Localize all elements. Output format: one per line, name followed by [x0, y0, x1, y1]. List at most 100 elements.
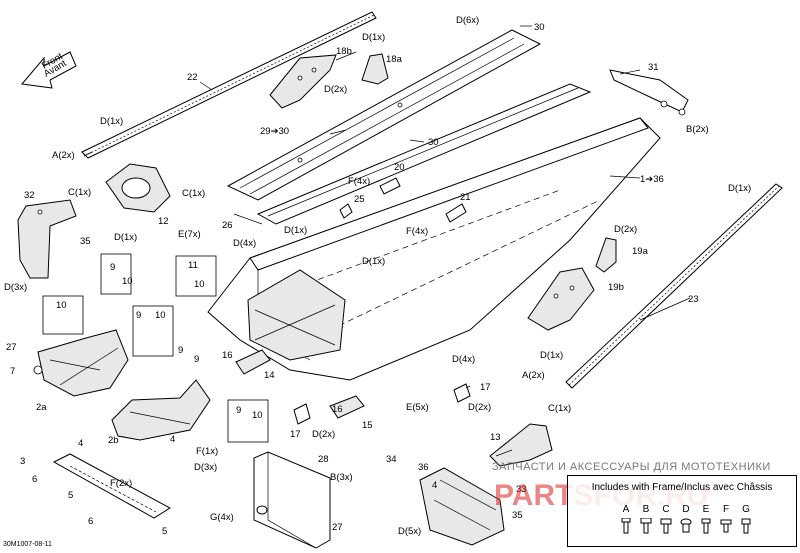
label-b3x: B(3x) — [330, 472, 353, 483]
legend-title: Includes with Frame/Inclus avec Châssis — [591, 482, 773, 493]
label-d3x: D(3x) — [4, 282, 27, 293]
label-b2x: B(2x) — [686, 124, 709, 135]
legend-letter-f: F — [722, 504, 730, 515]
part-25-clip — [339, 203, 353, 219]
part-26-rod — [233, 213, 263, 225]
label-13: 13 — [490, 432, 501, 443]
label-10e: 10 — [252, 410, 263, 421]
bolt-a-icon — [621, 518, 631, 534]
callout-labels: 22 D(1x) A(2x) D(1x) D(6x) 30 18b 18a D(… — [4, 15, 751, 537]
label-25: 25 — [354, 194, 365, 205]
legend-item-e: E — [696, 504, 716, 534]
part-2a-front-bracket — [33, 329, 129, 397]
bolt-g-icon — [741, 518, 751, 534]
legend-letter-c: C — [662, 504, 670, 515]
label-a2x-b: A(2x) — [522, 370, 545, 381]
label-19a: 19a — [632, 246, 649, 257]
part-29-tunnel-plate — [226, 29, 542, 201]
label-c1x-32: C(1x) — [68, 187, 91, 198]
label-e7x: E(7x) — [178, 229, 201, 240]
part-13-rear-bracket — [489, 423, 553, 467]
legend-item-a: A — [616, 504, 636, 534]
label-33: 33 — [516, 484, 527, 495]
label-16a: 16 — [222, 350, 233, 361]
label-6b: 6 — [88, 516, 93, 527]
bolt-c-icon — [660, 518, 672, 534]
legend-item-f: F — [716, 504, 736, 534]
label-e5x: E(5x) — [406, 402, 429, 413]
part-21-clip — [445, 203, 467, 223]
label-9a: 9 — [110, 262, 115, 273]
label-18a: 18a — [386, 54, 403, 65]
part-36-rear-frame — [419, 467, 505, 546]
label-f4x-a: F(4x) — [348, 176, 370, 187]
label-4b: 4 — [170, 434, 175, 445]
label-26: 26 — [222, 220, 233, 231]
part-19b-bracket — [527, 267, 595, 331]
label-34: 34 — [386, 454, 397, 465]
label-d4x-b: D(4x) — [452, 354, 475, 365]
legend-letter-a: A — [622, 504, 630, 515]
part-32-bracket — [17, 199, 77, 279]
legend-letter-g: G — [742, 504, 750, 515]
kit-box-9-10-a — [100, 253, 132, 295]
label-23: 23 — [688, 294, 699, 305]
label-2b: 2b — [108, 435, 119, 446]
part-18a-bracket — [361, 53, 389, 85]
label-c1x-c: C(1x) — [548, 403, 571, 414]
watermark-text: ЗАПЧАСТИ И АКСЕССУАРЫ ДЛЯ МОТОТЕХНИКИ — [492, 461, 771, 473]
label-18b: 18b — [336, 46, 352, 57]
label-d1x-c: D(1x) — [284, 225, 307, 236]
label-12: 12 — [158, 216, 169, 227]
label-d6x: D(6x) — [456, 15, 479, 26]
part-17a-plate — [293, 403, 311, 425]
part-23-rail-strip — [565, 183, 783, 389]
label-d3x-b: D(3x) — [194, 462, 217, 473]
part-18b-bracket — [269, 54, 337, 109]
label-31: 31 — [648, 62, 659, 73]
legend-item-g: G — [736, 504, 756, 534]
label-d1x-12: D(1x) — [114, 232, 137, 243]
part-17b-plate — [453, 383, 471, 403]
bolt-f-icon — [720, 519, 732, 533]
kit-box-9-10-b — [132, 305, 174, 357]
label-11: 11 — [188, 260, 198, 271]
label-a2x: A(2x) — [52, 150, 75, 161]
legend-letter-b: B — [642, 504, 650, 515]
legend-item-d: D — [676, 504, 696, 534]
label-d4x-a: D(4x) — [233, 238, 256, 249]
label-d1x: D(1x) — [100, 116, 123, 127]
document-number: 30M1007-08-11 — [3, 541, 52, 548]
label-32: 32 — [24, 190, 35, 201]
part-15-plate — [329, 395, 365, 419]
label-30a: 30 — [534, 22, 545, 33]
label-5a: 5 — [68, 490, 73, 501]
label-4a: 4 — [78, 438, 83, 449]
label-d1x-d: D(1x) — [362, 256, 385, 267]
kit-box-9-10-c — [227, 399, 269, 443]
label-16b: 16 — [332, 404, 343, 415]
rivet-d-icon — [680, 518, 692, 533]
label-c1x-12: C(1x) — [182, 188, 205, 199]
label-10c: 10 — [56, 300, 67, 311]
label-28: 28 — [318, 454, 329, 465]
callout-leaders — [83, 25, 691, 457]
label-9c: 9 — [178, 345, 183, 356]
legend-item-c: C — [656, 504, 676, 534]
label-9d: 9 — [194, 354, 199, 365]
label-d1x-e: D(1x) — [540, 350, 563, 361]
bolt-e-icon — [701, 518, 711, 534]
label-f1x: F(1x) — [196, 446, 218, 457]
part-27-heat-exchanger — [253, 451, 331, 549]
label-35a: 35 — [80, 236, 91, 247]
part-3-bumper-strip — [52, 453, 171, 519]
label-f2x: F(2x) — [110, 478, 132, 489]
legend-letter-e: E — [702, 504, 710, 515]
label-20: 20 — [394, 162, 405, 173]
legend-letter-d: D — [682, 504, 690, 515]
label-2a: 2a — [36, 402, 47, 413]
label-35b: 35 — [512, 510, 523, 521]
label-27: 27 — [6, 342, 17, 353]
bolt-b-icon — [640, 518, 652, 534]
label-7a: 7 — [10, 366, 15, 377]
